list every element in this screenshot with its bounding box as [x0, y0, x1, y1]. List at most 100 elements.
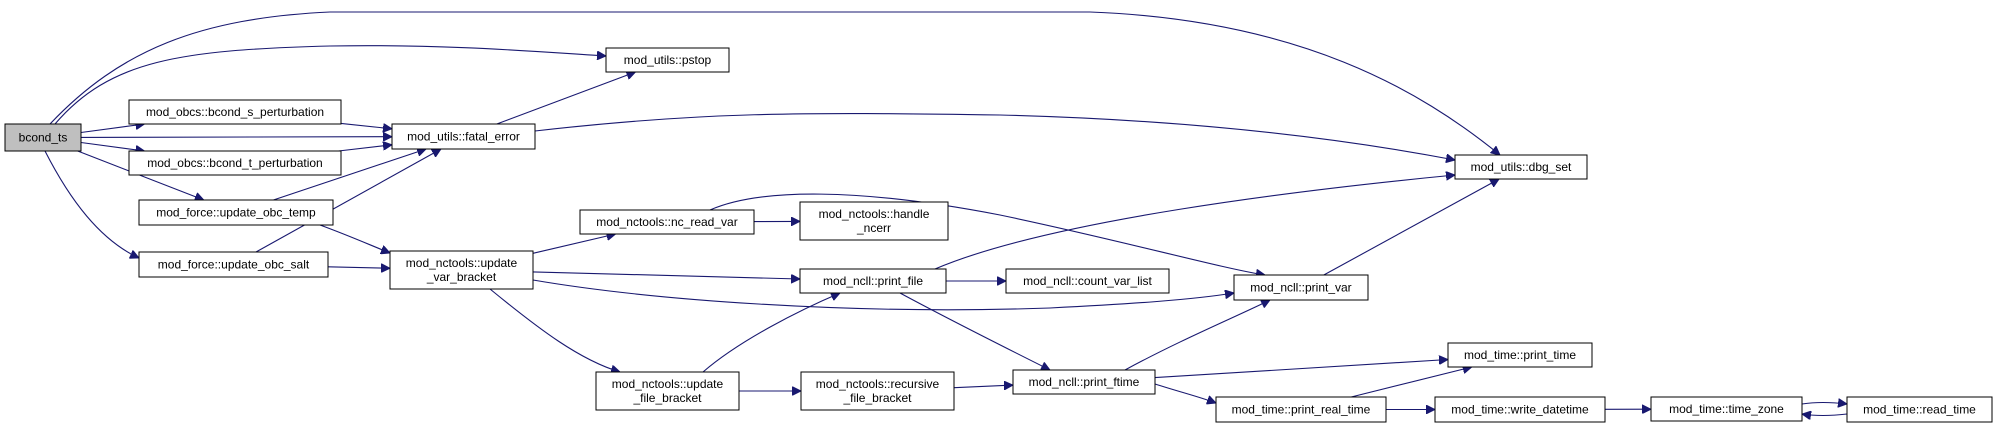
node-label: _ncerr: [856, 221, 891, 235]
node-dbg-set[interactable]: mod_utils::dbg_set: [1454, 154, 1588, 180]
node-box: [1650, 396, 1803, 422]
node-label: mod_ncll::count_var_list: [1023, 274, 1152, 288]
node-label: mod_time::print_time: [1464, 348, 1576, 362]
node-label: _file_bracket: [842, 391, 912, 405]
node-nc-read-var[interactable]: mod_nctools::nc_read_var: [579, 209, 755, 235]
node-label: mod_time::write_datetime: [1451, 403, 1589, 417]
node-label: _file_bracket: [632, 391, 702, 405]
node-update-obc-salt[interactable]: mod_force::update_obc_salt: [138, 251, 329, 278]
node-read-time[interactable]: mod_time::read_time: [1846, 396, 1993, 423]
edge-bcond_ts-to-dbg_set: [49, 11, 1500, 155]
edge-bcond_t_perturbation-to-fatal_error: [338, 145, 393, 152]
node-bcond-ts[interactable]: bcond_ts: [4, 123, 82, 152]
node-box: [1005, 268, 1170, 294]
edge-bcond_ts-to-pstop: [54, 45, 606, 125]
node-box: [799, 201, 949, 241]
node-label: _var_bracket: [426, 270, 497, 284]
node-box: [579, 209, 755, 235]
node-box: [1846, 396, 1993, 423]
node-fatal-error[interactable]: mod_utils::fatal_error: [391, 123, 536, 150]
edge-update_var_bracket-to-nc_read_var: [532, 234, 616, 254]
edge-bcond_ts-to-fatal_error: [80, 137, 392, 138]
node-box: [128, 150, 342, 176]
node-label: mod_ncll::print_ftime: [1029, 375, 1140, 389]
node-print-real-time[interactable]: mod_time::print_real_time: [1215, 396, 1387, 423]
node-box: [1215, 396, 1387, 423]
node-label: mod_time::read_time: [1863, 403, 1976, 417]
edge-recursive_file_bracket-to-print_ftime: [953, 385, 1013, 388]
node-box: [605, 47, 730, 73]
node-label: mod_nctools::handle: [819, 207, 930, 221]
node-box: [138, 199, 334, 226]
edge-fatal_error-to-dbg_set: [534, 112, 1455, 160]
node-box: [391, 123, 536, 150]
node-box: [799, 268, 947, 294]
edge-update_obc_temp-to-fatal_error: [273, 149, 426, 201]
node-box: [4, 123, 82, 152]
node-print-var[interactable]: mod_ncll::print_var: [1233, 274, 1369, 301]
edge-time_zone-to-read_time: [1801, 403, 1847, 405]
node-label: mod_obcs::bcond_s_perturbation: [146, 105, 324, 119]
edge-print_real_time-to-print_time: [1351, 367, 1472, 398]
node-label: mod_nctools::update: [406, 256, 518, 270]
edge-update_var_bracket-to-print_var: [532, 279, 1234, 311]
node-print-file[interactable]: mod_ncll::print_file: [799, 268, 947, 294]
edge-update_file_bracket-to-print_file: [702, 293, 840, 373]
node-time-zone[interactable]: mod_time::time_zone: [1650, 396, 1803, 422]
node-box: [1447, 342, 1593, 368]
node-label: mod_utils::dbg_set: [1471, 160, 1572, 174]
edge-update_var_bracket-to-print_file: [532, 271, 800, 279]
edge-print_ftime-to-print_real_time: [1154, 383, 1216, 403]
node-label: mod_ncll::print_file: [823, 274, 923, 288]
node-print-time[interactable]: mod_time::print_time: [1447, 342, 1593, 368]
nodes: bcond_ts mod_utils::pstopmod_obcs::bcond_…: [4, 47, 1993, 423]
node-handle-ncerr[interactable]: mod_nctools::handle_ncerr: [799, 201, 949, 241]
node-update-var-bracket[interactable]: mod_nctools::update_var_bracket: [389, 250, 534, 290]
edge-update_obc_temp-to-update_var_bracket: [319, 224, 390, 253]
edge-update_obc_salt-to-update_var_bracket: [327, 267, 390, 269]
edge-print_var-to-dbg_set: [1323, 179, 1499, 276]
node-label: mod_nctools::recursive: [816, 377, 940, 391]
node-box: [800, 371, 955, 411]
edge-bcond_ts-to-update_obc_salt: [44, 150, 139, 258]
edge-update_obc_salt-to-fatal_error: [255, 149, 441, 253]
edge-bcond_ts-to-bcond_s_perturbation: [80, 124, 145, 134]
node-box: [138, 251, 329, 278]
node-count-var-list[interactable]: mod_ncll::count_var_list: [1005, 268, 1170, 294]
node-box: [1434, 396, 1606, 423]
edge-bcond_ts-to-bcond_t_perturbation: [80, 141, 145, 152]
node-label: bcond_ts: [19, 131, 68, 145]
node-update-file-bracket[interactable]: mod_nctools::update_file_bracket: [595, 371, 740, 411]
node-box: [1012, 369, 1156, 395]
node-box: [595, 371, 740, 411]
node-bcond-t-perturbation[interactable]: mod_obcs::bcond_t_perturbation: [128, 150, 342, 176]
edge-print_file-to-print_ftime: [899, 292, 1050, 371]
node-label: mod_time::print_real_time: [1232, 403, 1371, 417]
node-print-ftime[interactable]: mod_ncll::print_ftime: [1012, 369, 1156, 395]
node-label: mod_utils::fatal_error: [407, 130, 520, 144]
edge-nc_read_var-to-print_var: [709, 193, 1265, 275]
node-bcond-s-perturbation[interactable]: mod_obcs::bcond_s_perturbation: [128, 99, 342, 125]
edge-update_var_bracket-to-update_file_bracket: [489, 288, 620, 372]
node-pstop[interactable]: mod_utils::pstop: [605, 47, 730, 73]
edge-print_file-to-dbg_set: [934, 175, 1455, 270]
edges: [44, 11, 1848, 416]
node-label: mod_utils::pstop: [624, 53, 712, 67]
node-update-obc-temp[interactable]: mod_force::update_obc_temp: [138, 199, 334, 226]
node-label: mod_obcs::bcond_t_perturbation: [147, 156, 322, 170]
node-recursive-file-bracket[interactable]: mod_nctools::recursive_file_bracket: [800, 371, 955, 411]
node-box: [128, 99, 342, 125]
node-label: mod_nctools::nc_read_var: [596, 215, 737, 229]
edge-print_ftime-to-print_var: [1124, 299, 1270, 371]
node-write-datetime[interactable]: mod_time::write_datetime: [1434, 396, 1606, 423]
edge-read_time-to-time_zone: [1802, 414, 1848, 416]
edge-fatal_error-to-pstop: [496, 72, 636, 125]
node-label: mod_nctools::update: [612, 377, 724, 391]
node-label: mod_force::update_obc_salt: [158, 258, 310, 272]
node-box: [389, 250, 534, 290]
node-label: mod_ncll::print_var: [1250, 281, 1351, 295]
node-box: [1233, 274, 1369, 301]
node-label: mod_force::update_obc_temp: [156, 206, 316, 220]
edge-bcond_s_perturbation-to-fatal_error: [340, 122, 392, 128]
